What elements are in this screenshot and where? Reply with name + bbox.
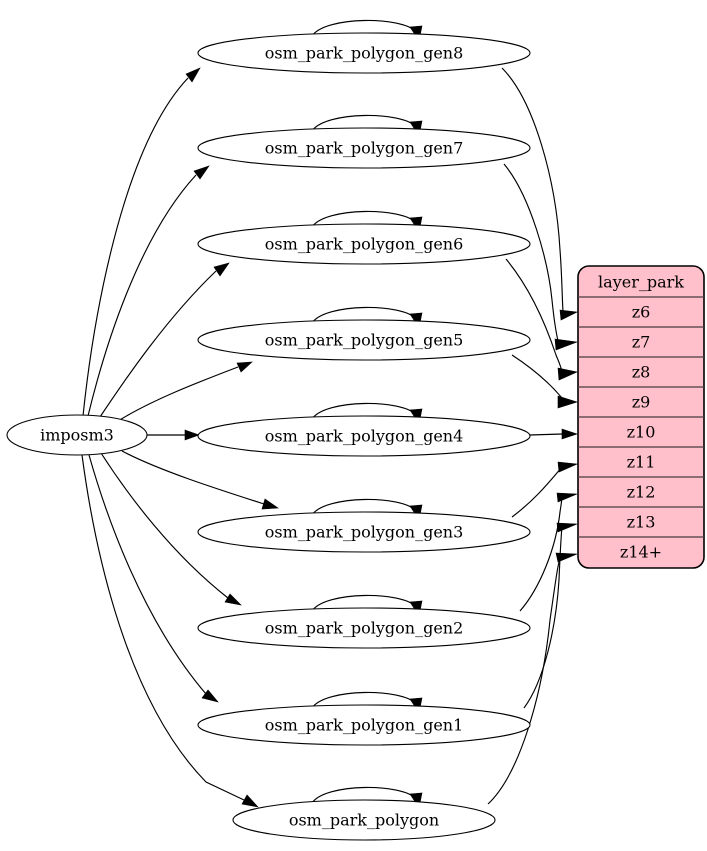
arrowhead-z14 xyxy=(555,552,578,563)
node-gen1-label: osm_park_polygon_gen1 xyxy=(265,716,464,735)
self-loop-gen2 xyxy=(311,594,417,612)
edge-gen2-to-z12 xyxy=(519,495,563,612)
node-gen7[interactable]: osm_park_polygon_gen7 xyxy=(197,127,531,169)
edge-gen1-to-z13 xyxy=(523,525,563,709)
arrowhead-z12 xyxy=(556,492,578,503)
arrowhead-z11 xyxy=(557,461,579,473)
edge-imposm3-to-gen2 xyxy=(100,452,229,599)
node-base-label: osm_park_polygon xyxy=(289,811,439,830)
edge-gen3-to-z11 xyxy=(511,466,563,518)
edge-group-source-to-nodes xyxy=(81,67,279,808)
node-imposm3[interactable]: imposm3 xyxy=(6,414,148,456)
arrowhead-gen8-in xyxy=(185,67,201,83)
self-loop-gen8 xyxy=(311,19,417,37)
arrowhead-gen2-in xyxy=(224,593,242,606)
node-gen3-label: osm_park_polygon_gen3 xyxy=(265,523,464,542)
node-gen1[interactable]: osm_park_polygon_gen1 xyxy=(197,704,531,746)
self-loop-gen6 xyxy=(311,210,417,228)
arrowhead-z10 xyxy=(561,428,578,440)
node-gen6[interactable]: osm_park_polygon_gen6 xyxy=(197,223,531,265)
node-gen2-label: osm_park_polygon_gen2 xyxy=(265,619,464,638)
edge-gen8-to-z6 xyxy=(501,67,564,313)
node-gen6-label: osm_park_polygon_gen6 xyxy=(265,235,464,254)
self-loop-gen1 xyxy=(311,691,417,709)
edge-gen6-to-z8 xyxy=(505,258,563,372)
arrowhead-z13 xyxy=(556,522,578,533)
edge-base-to-z14 xyxy=(487,555,562,805)
arrowhead-base-in xyxy=(241,794,259,808)
layer-park-row-z7[interactable]: z7 xyxy=(632,333,651,352)
layer-park-row-z11[interactable]: z11 xyxy=(627,453,656,472)
arrowhead-gen1-in xyxy=(201,689,219,703)
arrowhead-gen4-in xyxy=(184,429,200,441)
node-gen8[interactable]: osm_park_polygon_gen8 xyxy=(197,32,531,74)
edge-imposm3-to-base xyxy=(81,454,245,801)
edge-imposm3-to-gen1 xyxy=(88,454,207,695)
edge-imposm3-to-gen8 xyxy=(82,77,189,417)
edge-imposm3-to-gen7 xyxy=(87,174,197,417)
arrowhead-z8 xyxy=(557,367,578,381)
self-loop-gen7 xyxy=(311,114,417,132)
node-gen5[interactable]: osm_park_polygon_gen5 xyxy=(197,319,531,361)
node-gen2[interactable]: osm_park_polygon_gen2 xyxy=(197,607,531,649)
self-loop-gen3 xyxy=(311,498,417,516)
arrowhead-gen6-in xyxy=(213,262,230,277)
self-loop-gen4 xyxy=(311,402,417,420)
node-group-process: osm_park_polygon_gen8 osm_park_polygon_g… xyxy=(197,32,531,841)
node-gen7-label: osm_park_polygon_gen7 xyxy=(265,139,464,158)
node-gen5-label: osm_park_polygon_gen5 xyxy=(265,331,464,350)
arrowhead-gen5-in xyxy=(236,361,253,373)
arrowhead-z7 xyxy=(554,338,578,351)
node-gen3[interactable]: osm_park_polygon_gen3 xyxy=(197,511,531,553)
edge-gen5-to-z9 xyxy=(511,354,563,399)
self-loop-gen5 xyxy=(311,306,417,324)
layer-park-row-z9[interactable]: z9 xyxy=(632,393,651,412)
layer-park-row-z10[interactable]: z10 xyxy=(627,423,656,442)
edge-gen7-to-z7 xyxy=(503,163,559,342)
edge-gen4-to-z10 xyxy=(529,433,563,436)
layer-park-header-label: layer_park xyxy=(598,273,684,292)
layer-park-row-z6[interactable]: z6 xyxy=(632,303,651,322)
arrowhead-gen3-in xyxy=(261,498,279,510)
edge-imposm3-to-gen3 xyxy=(121,450,265,505)
node-gen8-label: osm_park_polygon_gen8 xyxy=(265,44,464,63)
node-gen4-label: osm_park_polygon_gen4 xyxy=(265,427,464,446)
self-loop-base xyxy=(311,786,417,804)
layer-park-row-z8[interactable]: z8 xyxy=(632,363,651,382)
arrowhead-z9 xyxy=(557,395,578,409)
layer-park-table[interactable]: layer_park z6 z7 z8 z9 z10 z11 z12 z13 z… xyxy=(577,265,705,569)
edge-imposm3-to-gen5 xyxy=(117,366,239,422)
node-imposm3-label: imposm3 xyxy=(40,426,114,445)
layer-park-row-z13[interactable]: z13 xyxy=(627,513,656,532)
node-base[interactable]: osm_park_polygon xyxy=(232,799,496,841)
edge-group-nodes-to-table xyxy=(487,67,579,805)
edge-imposm3-to-gen6 xyxy=(99,270,217,418)
arrowhead-gen7-in xyxy=(193,165,210,180)
layer-park-row-z14plus[interactable]: z14+ xyxy=(620,543,662,562)
layer-park-row-z12[interactable]: z12 xyxy=(627,483,656,502)
arrowhead-z6 xyxy=(559,309,579,321)
node-gen4[interactable]: osm_park_polygon_gen4 xyxy=(197,415,531,457)
